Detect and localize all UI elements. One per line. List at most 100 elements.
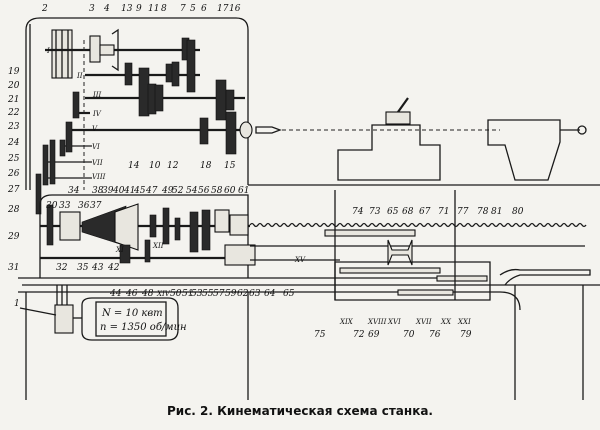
part-label: 38 [92,186,104,196]
part-label: 73 [369,207,381,217]
shaft-label: XVII [415,318,432,326]
shaft-label: XVI [387,318,401,326]
part-label: 47 [145,186,158,196]
headstock-gears [35,37,237,215]
shaft-label: III [92,91,102,99]
part-label: 27 [7,185,20,195]
shaft-label: II [76,72,83,80]
part-label: 78 [477,207,489,217]
part-label: 56 [198,186,210,196]
part-label: 16 [229,4,241,14]
part-label: 40 [112,186,125,196]
part-label: 52 [172,186,184,196]
part-label: 32 [56,263,68,273]
part-label: 24 [7,138,20,148]
shaft-label: XI [115,246,124,254]
part-label: 34 [68,186,80,196]
part-label: 35 [77,263,89,273]
part-label: 51 [182,289,193,299]
part-label: 3 [89,4,95,14]
part-label: 9 [136,4,142,14]
part-label: 50 [170,289,182,299]
part-label: 59 [225,289,237,299]
shaft-label: VII [92,159,103,167]
part-label: 43 [91,263,104,273]
part-label: 7 [180,4,186,14]
part-label: 70 [403,330,415,340]
shaft-label: XVIII [367,318,387,326]
part-label: 19 [8,67,20,77]
part-label: 33 [59,201,71,211]
figure-caption: Рис. 2. Кинематическая схема станка. [166,404,433,418]
part-label: 77 [457,207,469,217]
part-label: 2 [41,4,48,14]
part-label: 23 [7,122,20,132]
part-label: 46 [125,289,138,299]
part-label: 14 [128,161,140,171]
part-label: 30 [46,201,58,211]
part-label: 15 [224,161,236,171]
part-label: 79 [460,330,472,340]
part-label: 25 [7,154,20,164]
part-label: 60 [224,186,236,196]
part-label: 53 [191,289,203,299]
part-label: 26 [7,169,20,179]
part-label: 81 [491,207,502,217]
shaft-label: XXI [457,318,471,326]
part-label: 8 [161,4,167,14]
part-label: 45 [133,186,146,196]
lead-screw [249,222,587,228]
part-label: 6 [201,4,207,14]
part-label: 44 [109,289,122,299]
gearbox-housing [39,194,249,278]
part-label: 4 [103,4,110,14]
part-label: 72 [353,330,365,340]
shaft-label: XII [152,242,164,250]
part-label: 22 [7,108,20,118]
shaft-label: V [92,125,98,133]
part-label: 29 [7,232,20,242]
part-label: 63 [249,289,261,299]
shaft-label: XIX [339,318,354,326]
part-label: 68 [402,207,414,217]
part-label: 39 [102,186,114,196]
headstock-housing [25,17,249,190]
tailstock [487,119,561,181]
part-label: 58 [211,186,223,196]
part-label: 5 [190,4,196,14]
part-label: 49 [161,186,174,196]
part-label: 17 [217,4,229,14]
part-label: 65 [283,289,295,299]
part-label: 75 [314,330,326,340]
part-label: 55 [202,289,214,299]
part-label: 41 [123,186,135,196]
part-label: 10 [149,161,161,171]
shaft-label: XX [440,318,452,326]
motor-power: N = 10 квт [101,308,163,319]
part-label: 64 [264,289,276,299]
part-label: 80 [512,207,524,217]
part-label: 42 [107,263,120,273]
part-label: 13 [121,4,133,14]
part-label: 76 [429,330,441,340]
part-label: 48 [141,289,154,299]
part-label: 71 [438,207,449,217]
part-label: 28 [7,205,20,215]
part-label: 69 [368,330,380,340]
part-label: 20 [7,81,20,91]
part-label: 74 [352,207,364,217]
part-label: 65 [387,207,399,217]
shaft-label: I [46,47,50,55]
part-label: 67 [419,207,431,217]
part-label: 11 [148,4,159,14]
shaft-label: XIV [156,290,171,298]
part-label: 31 [8,263,19,273]
shaft-label: XV [294,256,306,264]
part-label: 57 [213,289,225,299]
part-label: 37 [90,201,102,211]
part-label: 21 [7,95,19,105]
part-label: 61 [238,186,249,196]
motor-label: 1 [14,299,20,309]
